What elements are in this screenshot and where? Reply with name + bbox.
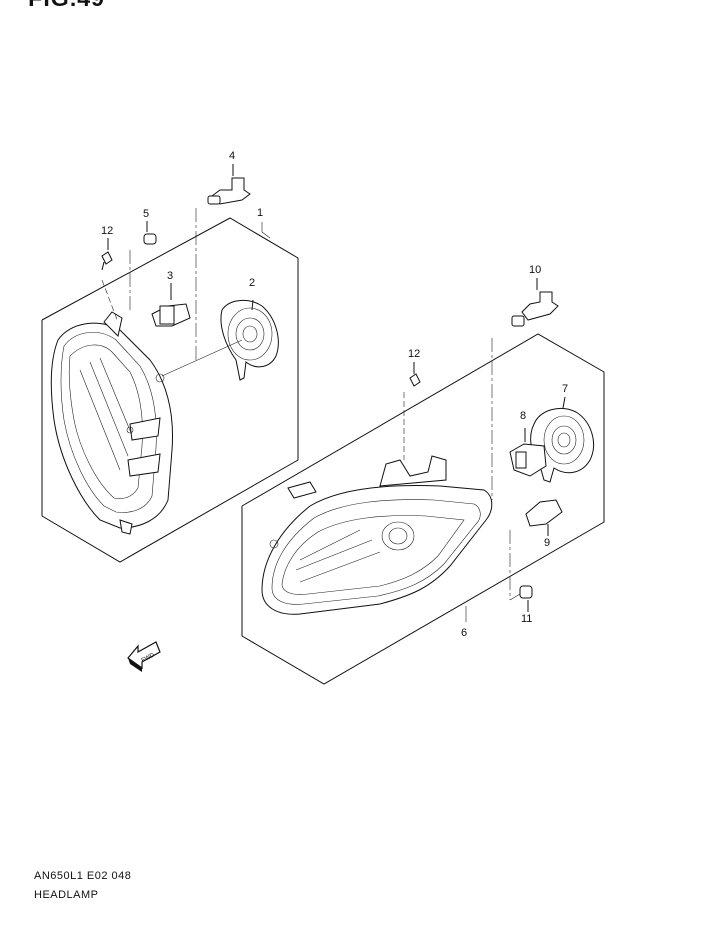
callout-4: 4 xyxy=(229,150,236,162)
part-11-small-bulb xyxy=(519,585,533,612)
callout-6: 6 xyxy=(461,627,468,639)
part-4-headlamp-bulb xyxy=(207,164,251,205)
callout-9: 9 xyxy=(544,537,551,549)
forward-direction-arrow: FWD xyxy=(127,641,161,672)
callout-8: 8 xyxy=(520,410,527,422)
callout-3: 3 xyxy=(167,270,174,282)
right-assembly-frame xyxy=(241,333,605,685)
callout-5: 5 xyxy=(143,208,150,220)
callout-1: 1 xyxy=(257,207,264,219)
callout-7: 7 xyxy=(562,383,569,395)
left-assembly-frame xyxy=(41,217,299,563)
diagram-title: HEADLAMP xyxy=(34,889,99,901)
part-9-position-socket xyxy=(525,499,563,536)
diagram-code: AN650L1 E02 048 xyxy=(34,870,132,882)
left-assembly-guide-lines xyxy=(101,208,243,377)
figure-title: FIG.49 xyxy=(28,0,105,12)
callout-2: 2 xyxy=(249,277,256,289)
right-headlamp-assembly xyxy=(261,455,493,615)
part-12-screw-left xyxy=(101,238,113,271)
part-3-position-bulb-socket xyxy=(151,283,191,327)
part-10-headlamp-bulb xyxy=(511,278,559,327)
part-8-bulb-socket xyxy=(509,428,547,477)
callout-12-right: 12 xyxy=(408,348,421,360)
part-12-screw-right xyxy=(409,362,421,387)
callout-10: 10 xyxy=(529,264,542,276)
part-5-small-bulb xyxy=(143,221,157,245)
part-2-bulb-cover xyxy=(220,299,279,381)
callout-12-left: 12 xyxy=(101,225,114,237)
right-assembly-guide-lines xyxy=(403,338,521,601)
left-headlamp-housing xyxy=(50,311,174,535)
callout-11: 11 xyxy=(521,613,533,625)
